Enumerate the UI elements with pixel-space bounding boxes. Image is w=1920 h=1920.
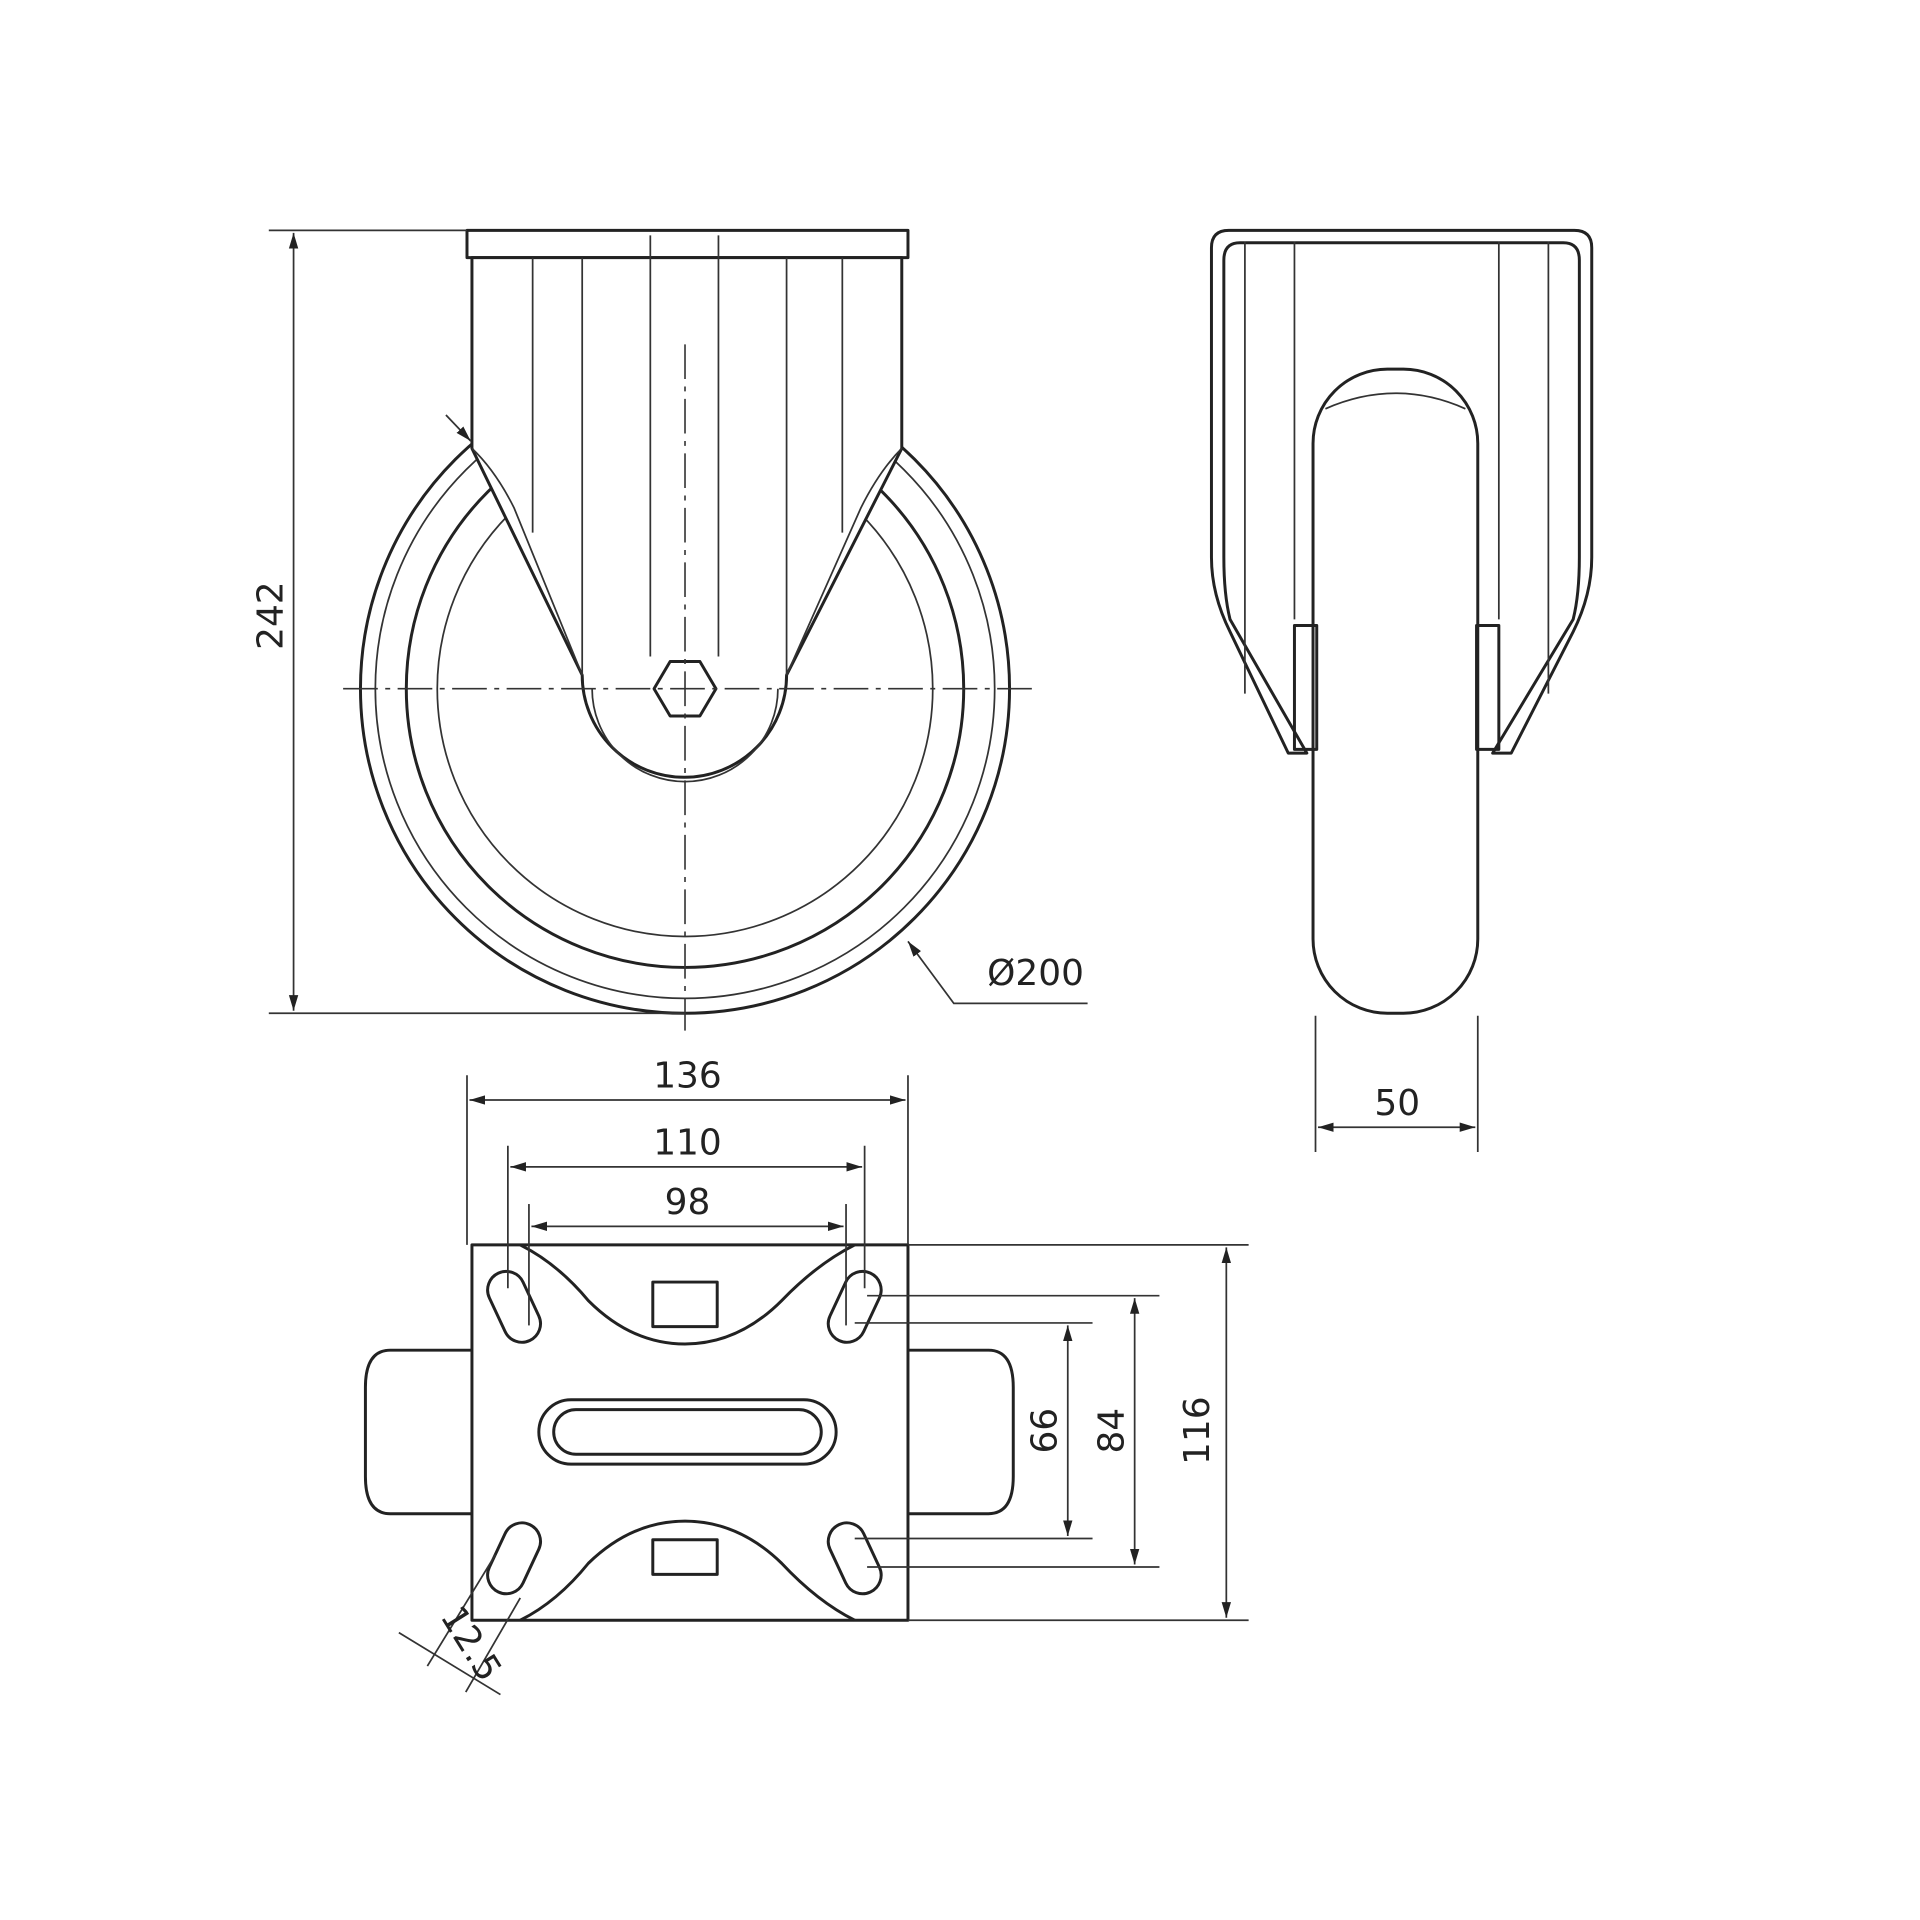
dim-diameter-label: Ø200 — [987, 953, 1084, 994]
dim-height-label: 242 — [250, 581, 291, 650]
fork — [470, 256, 904, 779]
bottom-view — [363, 1243, 1015, 1622]
dim-width-label: 50 — [1374, 1083, 1420, 1124]
axle-nut — [652, 659, 718, 718]
dim-66-label: 66 — [1025, 1408, 1066, 1454]
dim-84-label: 84 — [1092, 1408, 1133, 1454]
top-plate — [465, 228, 910, 260]
top-plate-bottom — [470, 1243, 910, 1622]
dim-116-label: 116 — [1177, 1396, 1218, 1465]
dim-136-label: 136 — [653, 1056, 722, 1097]
side-view: 50 — [1209, 228, 1594, 1152]
dim-diameter: Ø200 — [907, 940, 1088, 1005]
bottom-dimensions: 136 110 98 66 84 116 12.5 — [398, 1056, 1249, 1696]
dim-98-label: 98 — [665, 1182, 711, 1223]
dim-12-5-label: 12.5 — [432, 1599, 509, 1689]
dim-110-label: 110 — [653, 1122, 722, 1163]
dim-height: 242 — [250, 229, 686, 1015]
front-view — [343, 228, 1032, 1031]
wheel-side — [1311, 367, 1480, 1015]
